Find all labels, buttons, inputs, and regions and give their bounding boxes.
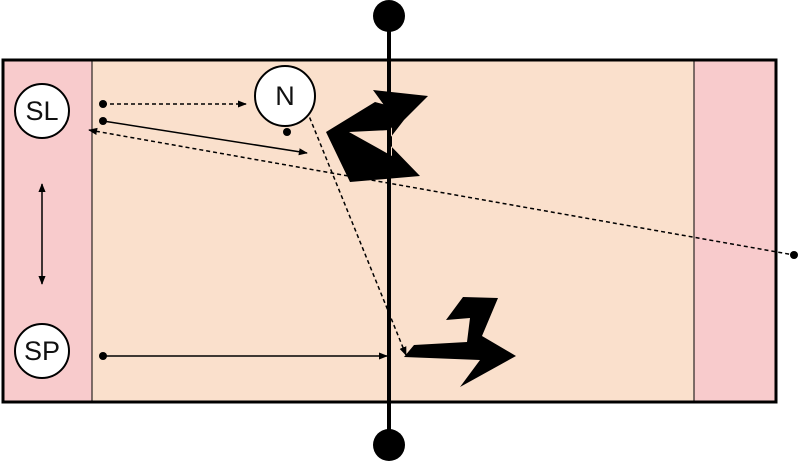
path-start-dot (99, 117, 107, 125)
path-start-dot (99, 100, 107, 108)
solid-path-sl-diagonal (102, 120, 308, 156)
player-n: N (254, 65, 316, 127)
player-label: N (275, 81, 295, 111)
path-start-dot (99, 352, 107, 360)
right-end-zone (694, 60, 776, 402)
player-label: SP (24, 336, 60, 366)
player-sp: SP (14, 323, 70, 379)
player-marker (14, 323, 70, 379)
dashed-path-n-to-net (306, 110, 407, 356)
net-post-icon (373, 0, 405, 32)
path-endpoint-dot (790, 251, 798, 259)
net-post-icon (373, 429, 405, 461)
player-marker (14, 83, 70, 139)
player-label: SL (25, 96, 58, 126)
zigzag-attack-arrow-icon (404, 297, 516, 387)
player-marker (254, 65, 316, 127)
small-dot (283, 128, 291, 136)
dashed-long-diagonal-path (88, 127, 795, 256)
zigzag-attack-arrow-icon (326, 90, 428, 182)
player-sl: SL (14, 83, 70, 139)
